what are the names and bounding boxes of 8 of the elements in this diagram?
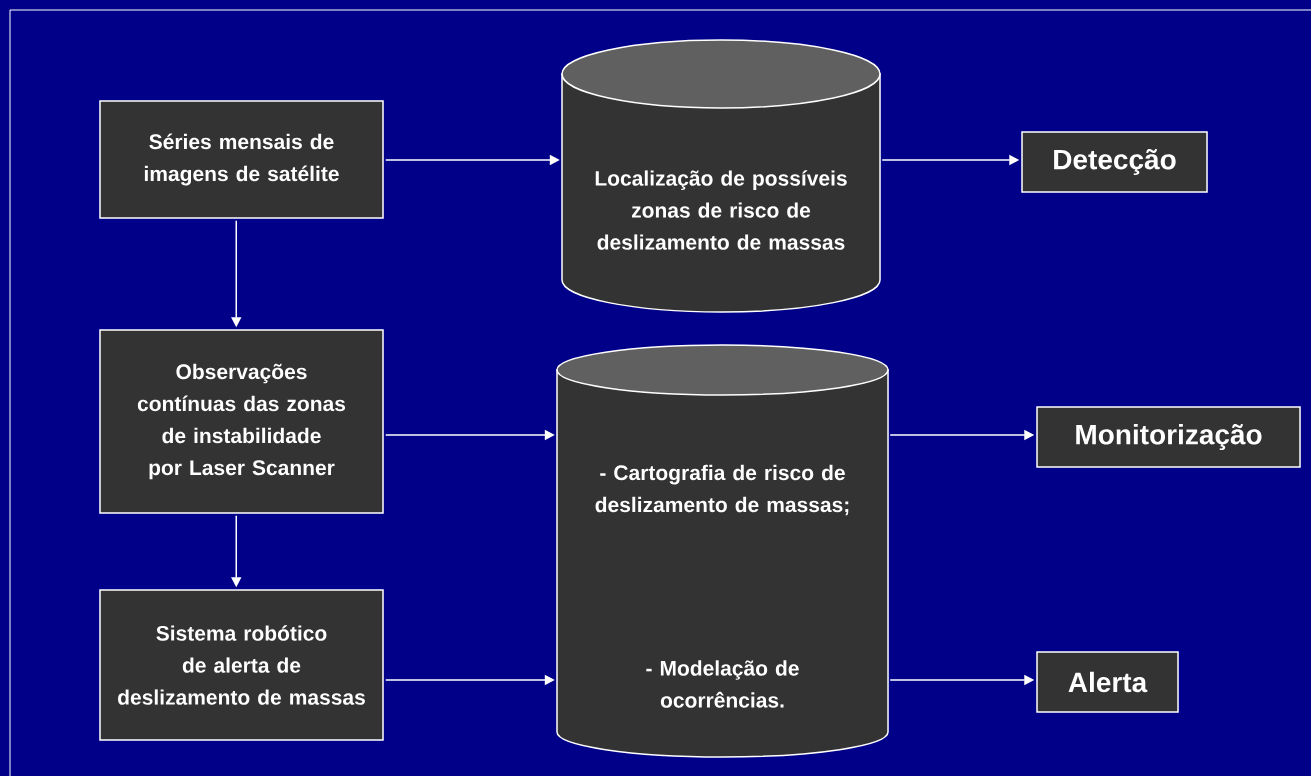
process-box: Sistema robótico de alerta de deslizamento de massas <box>99 589 384 741</box>
result-box: Monitorização <box>1036 406 1301 468</box>
result-box: Alerta <box>1036 651 1179 713</box>
process-box: Observações contínuas das zonas de instabilidade por Laser Scanner <box>99 329 384 514</box>
process-box: Séries mensais de imagens de satélite <box>99 100 384 219</box>
result-box: Detecção <box>1021 131 1208 193</box>
database-cylinder: Localização de possíveis zonas de risco de deslizamento de massas <box>561 39 881 313</box>
database-cylinder: - Cartografia de risco de deslizamento de massas; - Modelação de ocorrências. <box>556 344 889 758</box>
